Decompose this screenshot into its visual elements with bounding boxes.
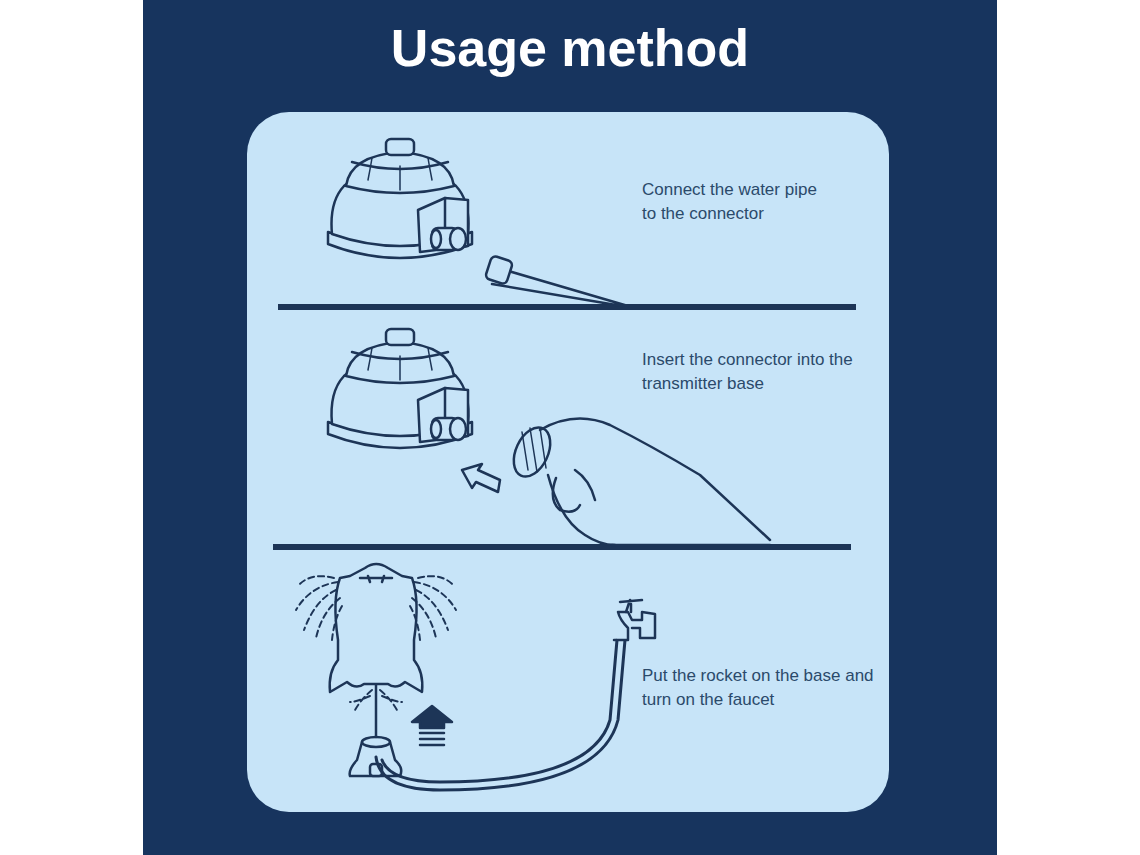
step-text: Put the rocket on the base and turn on t… bbox=[642, 664, 883, 712]
usage-illustration bbox=[247, 112, 889, 812]
step-text: Insert the connector into the transmitte… bbox=[642, 348, 876, 396]
step-text: Connect the water pipe to the connector bbox=[642, 178, 820, 226]
instruction-panel: Connect the water pipe to the connectorI… bbox=[247, 112, 889, 812]
page-title: Usage method bbox=[143, 18, 997, 78]
